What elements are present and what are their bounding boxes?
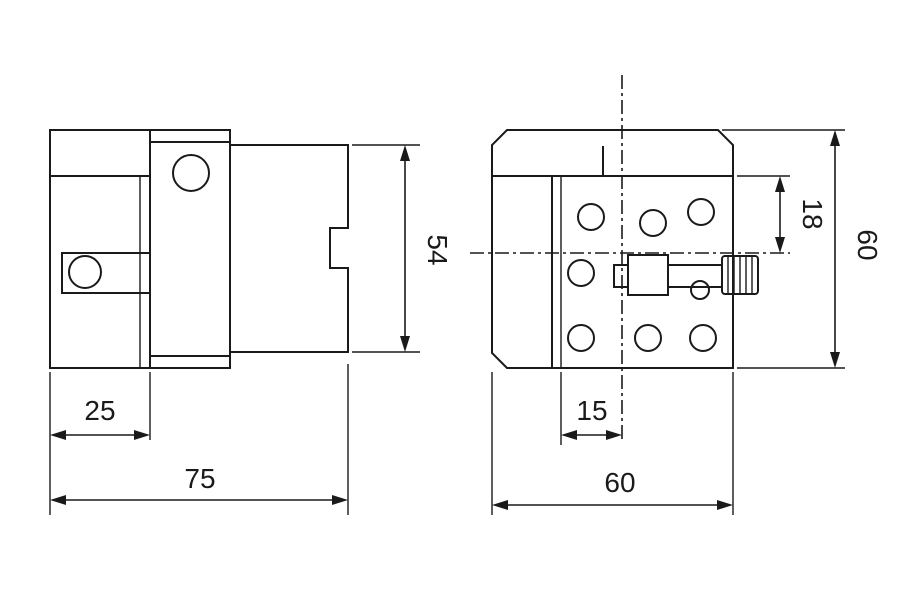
dimension-60-vertical-label: 60 bbox=[852, 229, 883, 260]
dimension-25: 25 bbox=[50, 395, 150, 440]
front-spindle bbox=[613, 254, 759, 300]
dimension-15-label: 15 bbox=[576, 395, 607, 426]
dimension-18: 18 bbox=[775, 176, 828, 253]
terminal-hole bbox=[577, 203, 605, 231]
dimension-75-label: 75 bbox=[184, 463, 215, 494]
front-view: 15 60 18 60 bbox=[470, 75, 883, 515]
dimension-54: 54 bbox=[400, 145, 453, 352]
terminal-hole bbox=[634, 324, 662, 352]
dimension-54-label: 54 bbox=[422, 234, 453, 265]
dimension-18-label: 18 bbox=[797, 198, 828, 229]
side-shaft bbox=[61, 252, 150, 294]
side-right-body bbox=[230, 144, 349, 353]
side-housing-outline bbox=[150, 129, 231, 369]
dimension-60-horizontal: 60 bbox=[492, 467, 733, 510]
dimension-60-vertical: 60 bbox=[830, 130, 883, 368]
dimension-75: 75 bbox=[50, 463, 348, 505]
dimension-60-horizontal-label: 60 bbox=[604, 467, 635, 498]
terminal-hole bbox=[567, 324, 595, 352]
side-body-outline bbox=[49, 129, 151, 369]
front-top-cover bbox=[492, 146, 604, 177]
dimension-25-label: 25 bbox=[84, 395, 115, 426]
side-view: 25 75 54 bbox=[49, 129, 453, 515]
side-shaft-hole bbox=[68, 255, 102, 289]
terminal-hole bbox=[567, 259, 595, 287]
front-body-outline bbox=[491, 129, 734, 369]
terminal-hole bbox=[639, 209, 667, 237]
terminal-hole bbox=[687, 198, 715, 226]
side-housing-hole bbox=[172, 154, 210, 192]
terminal-hole bbox=[689, 324, 717, 352]
dimension-15: 15 bbox=[561, 395, 622, 440]
